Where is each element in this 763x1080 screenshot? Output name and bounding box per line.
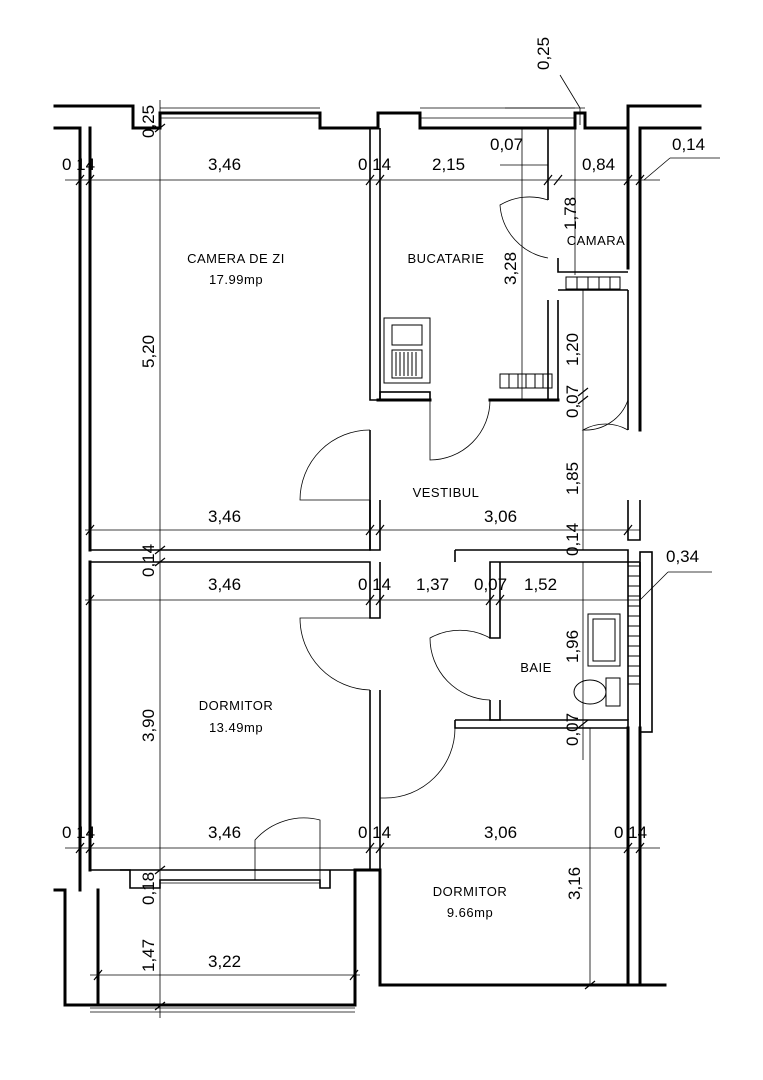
room-area-dormitor-1: 13.49mp xyxy=(209,720,263,735)
dim-label: 1,37 xyxy=(416,575,449,594)
dim-label: 3,16 xyxy=(565,867,584,900)
dim-label: 0,25 xyxy=(534,37,553,70)
dim-label: 0,07 xyxy=(474,575,507,594)
doors xyxy=(254,196,629,880)
room-area-camera-de-zi: 17.99mp xyxy=(209,272,263,287)
stove-icon xyxy=(383,317,431,384)
room-label-camara: CAMARA xyxy=(567,233,626,248)
room-label-dormitor-1: DORMITOR xyxy=(199,698,274,713)
dim-label: 3,90 xyxy=(139,709,158,742)
vent-duct-icon xyxy=(627,565,641,685)
dim-label: 0 14 xyxy=(358,575,391,594)
room-labels: CAMERA DE ZI 17.99mp BUCATARIE CAMARA VE… xyxy=(187,233,625,920)
dimension-lines xyxy=(65,74,720,1018)
dim-label: 3,28 xyxy=(501,252,520,285)
dimension-labels: 0,25 0,25 0,07 0,14 0 14 3,46 0 14 2,15 … xyxy=(62,37,705,972)
dim-label: 3,22 xyxy=(208,952,241,971)
dim-label: 0,07 xyxy=(563,713,582,746)
dim-label: 1,85 xyxy=(563,462,582,495)
dim-label: 0 14 xyxy=(62,823,95,842)
dim-label: 1,96 xyxy=(563,630,582,663)
dim-label: 0 14 xyxy=(614,823,647,842)
dim-label: 0 14 xyxy=(358,823,391,842)
dim-label: 2,15 xyxy=(432,155,465,174)
room-label-vestibul: VESTIBUL xyxy=(413,485,480,500)
room-area-dormitor-2: 9.66mp xyxy=(447,905,493,920)
dim-label: 0,14 xyxy=(672,135,705,154)
dim-label: 1,20 xyxy=(563,333,582,366)
dim-label: 3,46 xyxy=(208,823,241,842)
dim-label: 3,46 xyxy=(208,575,241,594)
room-label-camera-de-zi: CAMERA DE ZI xyxy=(187,251,285,266)
dim-label: 0 14 xyxy=(62,155,95,174)
dim-label: 0,14 xyxy=(563,523,582,556)
dim-label: 0,84 xyxy=(582,155,615,174)
shelf-icon xyxy=(565,276,621,290)
dim-label: 1,52 xyxy=(524,575,557,594)
dim-label: 0,25 xyxy=(139,105,158,138)
dim-label: 0 14 xyxy=(358,155,391,174)
room-label-bucatarie: BUCATARIE xyxy=(408,251,485,266)
dim-label: 3,06 xyxy=(484,507,517,526)
dim-label: 0,07 xyxy=(490,135,523,154)
toilet-icon xyxy=(573,677,621,707)
dim-label: 1,78 xyxy=(561,197,580,230)
dim-label: 0,18 xyxy=(139,872,158,905)
dim-label: 0,14 xyxy=(139,544,158,577)
windows xyxy=(90,107,575,1013)
dim-label: 3,06 xyxy=(484,823,517,842)
radiator-icon xyxy=(499,373,553,389)
dim-label: 0,07 xyxy=(563,385,582,418)
fixtures xyxy=(383,276,641,707)
room-label-baie: BAIE xyxy=(520,660,552,675)
dim-label: 0,34 xyxy=(666,547,699,566)
dim-label: 3,46 xyxy=(208,507,241,526)
dim-label: 5,20 xyxy=(139,335,158,368)
dim-label: 1,47 xyxy=(139,939,158,972)
dim-label: 3,46 xyxy=(208,155,241,174)
room-label-dormitor-2: DORMITOR xyxy=(433,884,508,899)
shower-tray-icon xyxy=(587,613,621,667)
